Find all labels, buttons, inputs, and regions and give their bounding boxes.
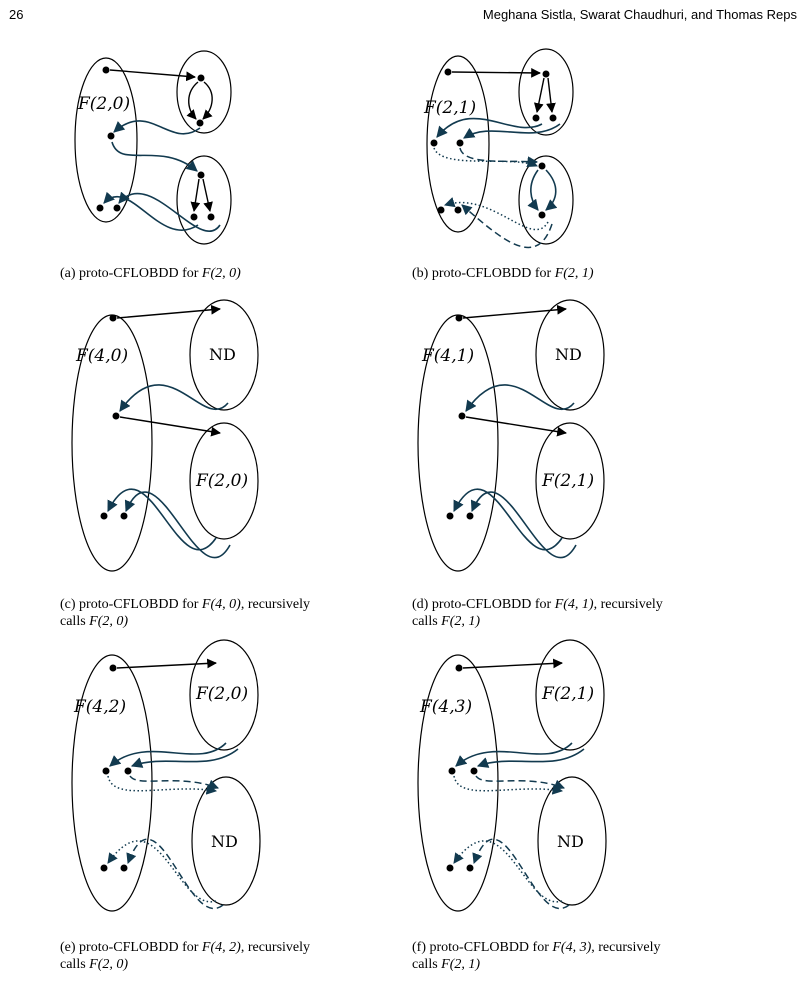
figure-caption-f: (f) proto-CFLOBDD for F(4, 3), recursive…	[412, 940, 661, 972]
outer-grouping-label: F(4,0)	[75, 346, 128, 366]
outer-grouping-label: F(4,2)	[73, 697, 126, 717]
inner-grouping-ellipse-bottom	[518, 155, 574, 245]
inner-grouping-ellipse-top	[535, 639, 605, 751]
outer-grouping-ellipse	[71, 654, 153, 912]
outer-grouping-ellipse	[417, 654, 499, 912]
figure-caption-c: (c) proto-CFLOBDD for F(4, 0), recursive…	[60, 597, 311, 629]
cflobdd-diagram-a: F(2,0)	[74, 50, 232, 245]
cflobdd-diagram-b: F(2,1)	[423, 48, 574, 249]
outer-grouping-label: F(2,1)	[423, 98, 476, 118]
figure-caption-a: (a) proto-CFLOBDD for F(2, 0)	[60, 266, 241, 281]
cflobdd-diagram-c: F(4,0) ND F(2,0)	[71, 299, 259, 572]
cflobdd-diagram-e: F(4,2) F(2,0) ND	[71, 639, 261, 912]
figure-panel-f: F(4,3) F(2,1) ND (f) proto-CFLOBDD for F…	[412, 639, 744, 983]
running-header-authors: Meghana Sistla, Swarat Chaudhuri, and Th…	[482, 7, 797, 22]
page-number: 26	[9, 7, 24, 22]
outer-grouping-ellipse	[74, 57, 138, 223]
bottom-grouping-label: ND	[211, 832, 238, 851]
figure-panel-a: F(2,0) (a) proto-CFLOBDD for F(2, 0)	[60, 40, 390, 300]
inner-grouping-ellipse-top	[518, 48, 574, 136]
inner-grouping-ellipse-bottom	[537, 776, 607, 906]
figure-caption-b: (b) proto-CFLOBDD for F(2, 1)	[412, 266, 594, 281]
cflobdd-diagram-f: F(4,3) F(2,1) ND	[417, 639, 607, 912]
top-grouping-label: ND	[209, 345, 236, 364]
top-grouping-label: F(2,0)	[195, 684, 248, 704]
inner-grouping-ellipse-bottom	[189, 422, 259, 540]
outer-grouping-ellipse	[426, 55, 490, 233]
inner-grouping-ellipse-bottom	[191, 776, 261, 906]
figure-caption-e: (e) proto-CFLOBDD for F(4, 2), recursive…	[60, 940, 311, 972]
top-grouping-label: ND	[555, 345, 582, 364]
inner-grouping-ellipse-top	[189, 639, 259, 751]
inner-grouping-ellipse-top	[176, 50, 232, 134]
outer-grouping-label: F(4,3)	[419, 697, 472, 717]
outer-grouping-label: F(2,0)	[77, 94, 130, 114]
bottom-grouping-label: F(2,0)	[195, 471, 248, 491]
inner-grouping-ellipse-bottom	[176, 155, 232, 245]
figure-panel-d: F(4,1) ND F(2,1) (d) proto-CFLOBDD for F…	[412, 299, 744, 633]
inner-grouping-ellipse-top	[535, 299, 605, 411]
cflobdd-diagram-d: F(4,1) ND F(2,1)	[417, 299, 605, 572]
top-grouping-label: F(2,1)	[541, 684, 594, 704]
outer-grouping-label: F(4,1)	[421, 346, 474, 366]
figure-panel-b: F(2,1) (b) proto-CFLOBDD for F(2, 1)	[412, 40, 742, 300]
bottom-grouping-label: ND	[557, 832, 584, 851]
figure-caption-d: (d) proto-CFLOBDD for F(4, 1), recursive…	[412, 597, 663, 629]
figure-panel-e: F(4,2) F(2,0) ND (e) proto-CFLOBDD for F…	[60, 639, 398, 983]
bottom-grouping-label: F(2,1)	[541, 471, 594, 491]
inner-grouping-ellipse-top	[189, 299, 259, 411]
inner-grouping-ellipse-bottom	[535, 422, 605, 540]
figure-panel-c: F(4,0) ND F(2,0) (c) proto-CFLOBDD for F…	[60, 299, 398, 633]
